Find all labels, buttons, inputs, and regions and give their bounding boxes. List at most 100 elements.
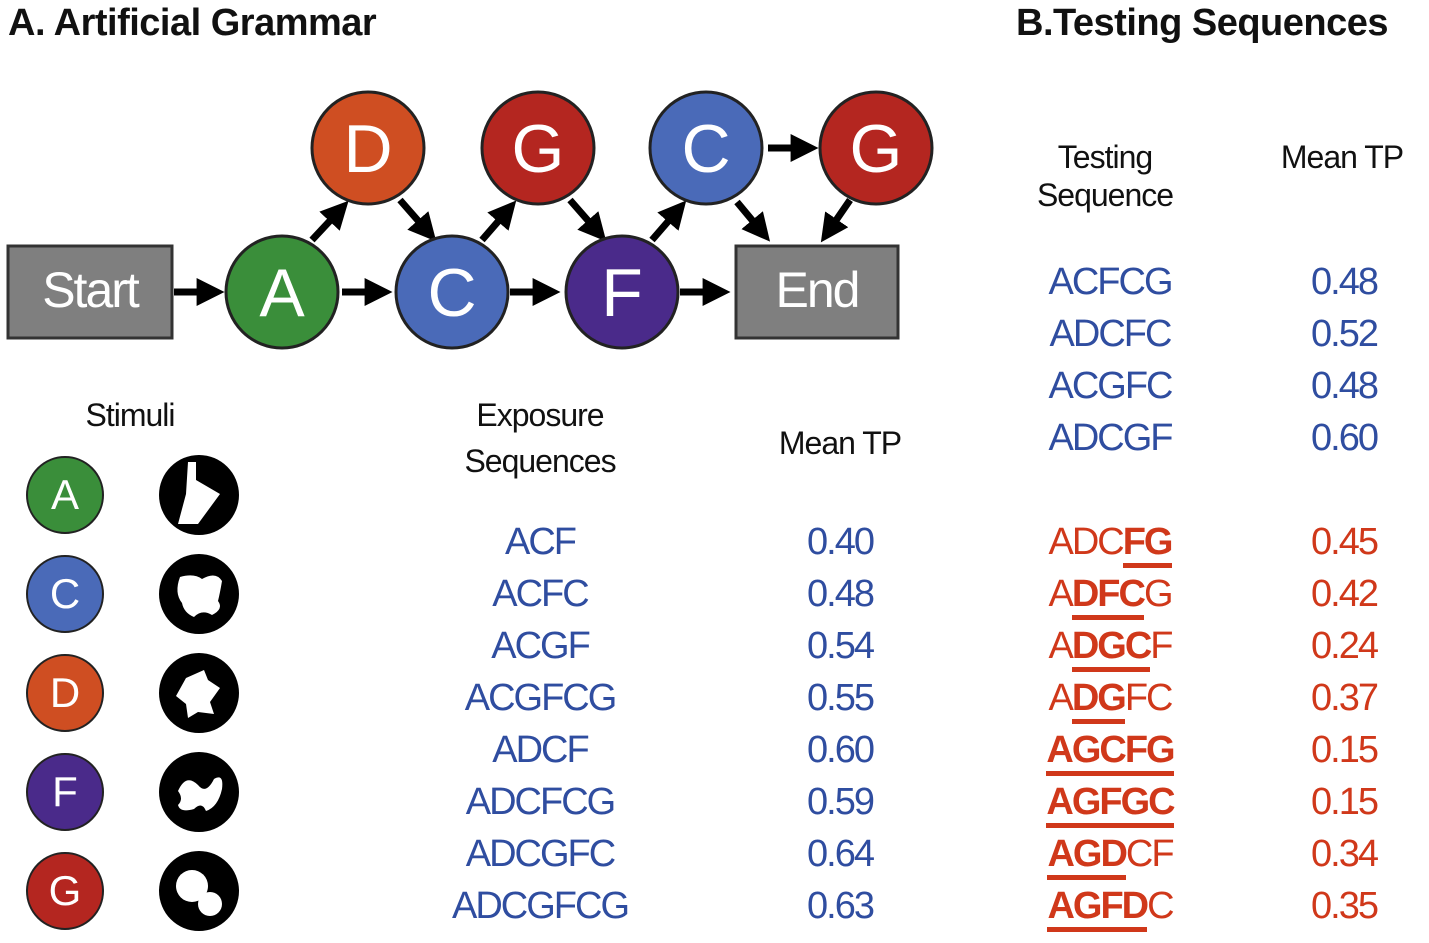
violation-segment: DFC: [1071, 573, 1146, 620]
testing-mean-tp-violation: 0.15: [1311, 729, 1379, 771]
stimulus-c-circle: C: [26, 555, 104, 633]
testing-mean-tp-violation: 0.15: [1311, 781, 1379, 823]
exposure-mean-tp: 0.55: [807, 677, 875, 719]
testing-mean-tp-violation: 0.35: [1311, 885, 1379, 927]
stimulus-g-circle: G: [26, 852, 104, 930]
exposure-mean-tp: 0.60: [807, 729, 875, 771]
testing-mean-tp-violation: 0.45: [1311, 521, 1379, 563]
testing-sequence-violation: AGFDC: [1010, 884, 1210, 932]
grammar-node-letter: C: [427, 255, 476, 331]
grammar-node-letter: G: [850, 111, 903, 187]
sequence-segment: A: [1048, 573, 1073, 615]
grammar-node-a-node: A: [224, 234, 340, 350]
shape-d-icon: [158, 652, 240, 734]
testing-sequence-violation: AGCFG: [1010, 728, 1210, 776]
testing-sequence-violation: ADGCF: [1010, 624, 1210, 672]
testing-mean-tp-violation: 0.24: [1311, 625, 1379, 667]
exposure-sequence: ADCF: [492, 729, 589, 771]
violation-segment: AGD: [1047, 833, 1128, 880]
sequence-segment: A: [1048, 625, 1073, 667]
start-box: [6, 244, 174, 340]
testing-mean-tp-header: Mean TP: [1280, 139, 1404, 175]
testing-header-line1: Testing: [1057, 139, 1153, 175]
stimulus-f-circle: F: [26, 753, 104, 831]
testing-mean-tp-violation: 0.34: [1311, 833, 1379, 875]
testing-sequence-grammatical: ACFCG: [1048, 261, 1174, 303]
sequence-segment: CF: [1125, 833, 1175, 875]
grammar-node-letter: A: [259, 255, 305, 331]
exposure-sequence: ADCGFC: [465, 833, 616, 875]
stimuli-title: Stimuli: [85, 397, 175, 433]
exposure-mean-tp-header: Mean TP: [778, 425, 902, 461]
violation-segment: AGFD: [1047, 885, 1149, 932]
violation-segment: AGFGC: [1046, 781, 1176, 828]
exposure-sequence: ACF: [505, 521, 577, 563]
shape-c-icon: [158, 553, 240, 635]
arrow-a-d: [309, 200, 349, 243]
testing-sequence-violation: AGFGC: [1010, 780, 1210, 828]
grammar-node-c-node: C: [394, 234, 510, 350]
exposure-sequence: ACGF: [491, 625, 591, 667]
grammar-node-g2-node: G: [818, 90, 934, 206]
grammar-node-letter: D: [343, 111, 392, 187]
testing-header-line2: Sequence: [1036, 177, 1174, 213]
grammar-node-g1-node: G: [480, 90, 596, 206]
arrow-f-c2: [649, 200, 687, 243]
grammar-node-letter: C: [681, 111, 730, 187]
testing-sequence-grammatical: ADCFC: [1049, 313, 1173, 355]
violation-segment: AGCFG: [1046, 729, 1176, 776]
arrow-g-f: [567, 197, 607, 242]
grammar-node-letter: F: [601, 255, 643, 331]
sequence-segment: G: [1143, 573, 1174, 615]
exposure-sequence: ACFC: [492, 573, 589, 615]
testing-mean-tp-grammatical: 0.52: [1311, 313, 1379, 355]
exposure-mean-tp: 0.40: [807, 521, 875, 563]
shape-a-icon: [158, 454, 240, 536]
testing-mean-tp-violation: 0.42: [1311, 573, 1379, 615]
panel-a-title: A. Artificial Grammar: [8, 2, 377, 44]
exposure-header: Exposure Sequences: [440, 396, 640, 480]
testing-header: Testing Sequence: [1010, 138, 1200, 214]
grammar-arrows: [174, 134, 853, 306]
exposure-header-line1: Exposure: [476, 397, 604, 433]
testing-sequence-grammatical: ADCGF: [1048, 417, 1174, 459]
end-label: End: [776, 262, 859, 318]
testing-sequence-violation: ADGFC: [1010, 676, 1210, 724]
exposure-mean-tp: 0.63: [807, 885, 875, 927]
testing-sequence-violation: AGDCF: [1010, 832, 1210, 880]
grammar-node-d-node: D: [310, 90, 426, 206]
violation-segment: FG: [1122, 521, 1173, 568]
start-label: Start: [42, 262, 140, 318]
arrow-c2-end: [734, 199, 771, 242]
testing-sequence-grammatical: ACGFC: [1048, 365, 1174, 407]
testing-mean-tp-grammatical: 0.48: [1311, 261, 1379, 303]
exposure-sequence: ADCGFCG: [452, 885, 630, 927]
violation-segment: DG: [1071, 677, 1127, 724]
panel-b-title: B.Testing Sequences: [1016, 2, 1389, 44]
testing-sequence-violation: ADFCG: [1010, 572, 1210, 620]
arrow-d-c: [397, 197, 437, 242]
sequence-segment: FC: [1124, 677, 1174, 719]
testing-sequence-violation: ADCFG: [1010, 520, 1210, 568]
exposure-mean-tp: 0.48: [807, 573, 875, 615]
sequence-segment: C: [1147, 885, 1174, 927]
exposure-header-line2: Sequences: [464, 443, 616, 479]
grammar-node-f-node: F: [564, 234, 680, 350]
sequence-segment: F: [1150, 625, 1173, 667]
arrow-c-g: [479, 200, 517, 243]
sequence-segment: A: [1048, 677, 1073, 719]
grammar-node-letter: G: [512, 111, 565, 187]
violation-segment: DGC: [1071, 625, 1152, 672]
sequence-segment: ADC: [1048, 521, 1124, 563]
grammar-node-c2-node: C: [648, 90, 764, 206]
arrow-g2-end: [820, 198, 853, 243]
shape-f-icon: [158, 751, 240, 833]
exposure-mean-tp: 0.59: [807, 781, 875, 823]
testing-mean-tp-violation: 0.37: [1311, 677, 1379, 719]
shape-g-icon: [158, 850, 240, 932]
stimulus-d-circle: D: [26, 654, 104, 732]
exposure-sequence: ACGFCG: [464, 677, 618, 719]
exposure-mean-tp: 0.54: [807, 625, 875, 667]
